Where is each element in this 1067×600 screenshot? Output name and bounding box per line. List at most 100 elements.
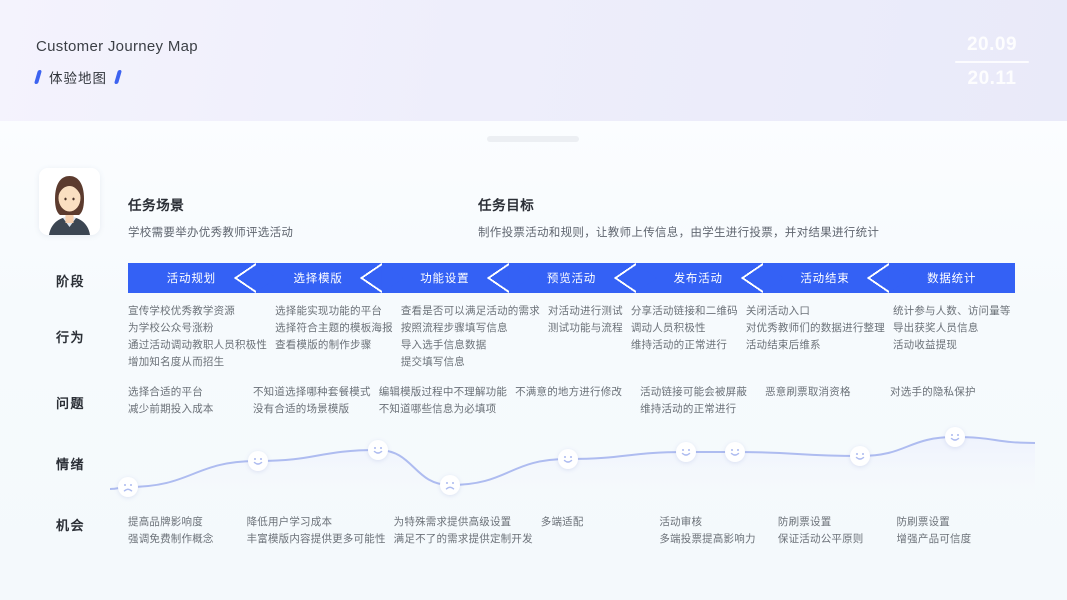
problem-column-3: 编辑模版过程中不理解功能不知道哪些信息为必填项 xyxy=(379,384,515,418)
stage-chevron-4[interactable]: 预览活动 xyxy=(508,263,636,293)
problem-row: 选择合适的平台减少前期投入成本不知道选择哪种套餐模式没有合适的场景模版编辑模版过… xyxy=(128,384,1015,418)
list-item: 不知道哪些信息为必填项 xyxy=(378,403,497,415)
list-item: 不知道选择哪种套餐模式 xyxy=(252,386,371,398)
list-item: 测试功能与流程 xyxy=(547,322,623,334)
problem-column-5: 活动链接可能会被屏蔽维持活动的正常进行 xyxy=(640,384,765,418)
row-label-behavior: 行为 xyxy=(56,330,86,345)
list-item: 降低用户学习成本 xyxy=(246,516,333,528)
behavior-column-2: 选择能实现功能的平台选择符合主题的模板海报查看模版的制作步骤 xyxy=(275,303,401,371)
stage-label: 数据统计 xyxy=(927,273,977,285)
list-item: 满足不了的需求提供定制开发 xyxy=(393,533,533,545)
task-goal-text: 制作投票活动和规则，让教师上传信息，由学生进行投票，并对结果进行统计 xyxy=(478,227,880,239)
list-item: 强调免费制作概念 xyxy=(128,533,214,545)
list-item: 为学校公众号涨粉 xyxy=(128,322,214,334)
list-item: 选择合适的平台 xyxy=(128,386,203,398)
list-item: 增强产品可信度 xyxy=(896,533,972,545)
list-item: 不满意的地方进行修改 xyxy=(515,386,623,398)
emotion-happy-face-icon-5[interactable] xyxy=(558,449,578,469)
emotion-curve-chart xyxy=(110,427,1035,500)
list-item: 统计参与人数、访问量等 xyxy=(892,305,1011,317)
stage-chevron-bar: 活动规划选择模版功能设置预览活动发布活动活动结束数据统计 xyxy=(128,263,1016,293)
behavior-column-4: 对活动进行测试测试功能与流程 xyxy=(548,303,631,371)
stage-chevron-2[interactable]: 选择模版 xyxy=(254,263,383,293)
emotion-happy-face-icon-6[interactable] xyxy=(676,442,696,462)
page-subtitle: 体验地图 xyxy=(49,71,107,86)
list-item: 对优秀教师们的数据进行整理 xyxy=(745,322,885,334)
emotion-happy-face-icon-7[interactable] xyxy=(725,442,745,462)
list-item: 丰富模版内容提供更多可能性 xyxy=(246,533,386,545)
problem-column-2: 不知道选择哪种套餐模式没有合适的场景模版 xyxy=(253,384,379,418)
list-item: 减少前期投入成本 xyxy=(128,403,214,415)
behavior-column-7: 统计参与人数、访问量等导出获奖人员信息活动收益提现 xyxy=(893,303,1019,371)
list-item: 多端投票提高影响力 xyxy=(659,533,756,545)
stage-label: 预览活动 xyxy=(546,273,597,285)
opportunity-column-1: 提高品牌影响度强调免费制作概念 xyxy=(128,514,247,548)
emotion-happy-face-icon-9[interactable] xyxy=(945,427,965,447)
emotion-happy-face-icon-8[interactable] xyxy=(850,446,870,466)
opportunity-column-2: 降低用户学习成本丰富模版内容提供更多可能性 xyxy=(247,514,394,548)
emotion-sad-face-icon-1[interactable] xyxy=(118,477,138,497)
list-item: 提高品牌影响度 xyxy=(128,516,203,528)
task-goal-heading: 任务目标 xyxy=(478,198,535,213)
persona-avatar xyxy=(39,168,100,235)
list-item: 多端适配 xyxy=(540,516,584,528)
slash-decoration-left-icon xyxy=(33,70,43,84)
stage-label: 选择模版 xyxy=(293,273,343,285)
opportunity-column-3: 为特殊需求提供高级设置满足不了的需求提供定制开发 xyxy=(394,514,541,548)
list-item: 通过活动调动教职人员积极性 xyxy=(128,339,268,351)
problem-column-6: 恶意刷票取消资格 xyxy=(765,384,890,418)
list-item: 提交填写信息 xyxy=(400,356,466,368)
row-label-problem: 问题 xyxy=(56,396,86,411)
list-item: 调动人员积极性 xyxy=(630,322,706,334)
list-item: 分享活动链接和二维码 xyxy=(630,305,738,317)
problem-column-4: 不满意的地方进行修改 xyxy=(515,384,640,418)
date-start: 20.09 xyxy=(966,34,1018,55)
emotion-happy-face-icon-3[interactable] xyxy=(368,440,388,460)
avatar-illustration-icon xyxy=(39,168,100,235)
list-item: 对活动进行测试 xyxy=(547,305,623,317)
list-item: 保证活动公平原则 xyxy=(777,533,864,545)
journey-map-panel xyxy=(0,121,1067,600)
list-item: 宣传学校优秀教学资源 xyxy=(128,305,235,317)
date-range: 20.09 20.11 xyxy=(953,32,1031,92)
task-scene-block: 任务场景 学校需要举办优秀教师评选活动 xyxy=(128,194,293,240)
stage-label: 活动规划 xyxy=(166,273,216,285)
opportunity-column-6: 防刷票设置保证活动公平原则 xyxy=(778,514,897,548)
list-item: 防刷票设置 xyxy=(777,516,832,528)
row-label-opportunity: 机会 xyxy=(56,518,86,533)
list-item: 恶意刷票取消资格 xyxy=(765,386,851,398)
list-item: 按照流程步骤填写信息 xyxy=(400,322,508,334)
opportunity-column-7: 防刷票设置增强产品可信度 xyxy=(896,514,1015,548)
opportunity-row: 提高品牌影响度强调免费制作概念降低用户学习成本丰富模版内容提供更多可能性为特殊需… xyxy=(128,514,1015,548)
opportunity-column-4: 多端适配 xyxy=(541,514,660,548)
emotion-sad-face-icon-4[interactable] xyxy=(440,475,460,495)
list-item: 活动收益提现 xyxy=(892,339,958,351)
panel-grip-handle[interactable] xyxy=(487,136,579,142)
list-item: 导入选手信息数据 xyxy=(400,339,487,351)
stage-chevron-1[interactable]: 活动规划 xyxy=(128,263,256,293)
list-item: 为特殊需求提供高级设置 xyxy=(393,516,512,528)
problem-column-1: 选择合适的平台减少前期投入成本 xyxy=(128,384,253,418)
date-end: 20.11 xyxy=(967,68,1017,89)
page-subtitle-group: 体验地图 xyxy=(33,67,123,87)
emotion-happy-face-icon-2[interactable] xyxy=(248,451,268,471)
problem-column-7: 对选手的隐私保护 xyxy=(890,384,1015,418)
row-label-stage: 阶段 xyxy=(56,274,86,289)
page-title: Customer Journey Map xyxy=(36,38,198,55)
list-item: 选择能实现功能的平台 xyxy=(275,305,383,317)
task-scene-text: 学校需要举办优秀教师评选活动 xyxy=(128,227,294,239)
list-item: 导出获奖人员信息 xyxy=(892,322,979,334)
slash-decoration-right-icon xyxy=(113,70,123,84)
list-item: 活动结束后维系 xyxy=(745,339,821,351)
row-label-emotion: 情绪 xyxy=(56,457,86,472)
list-item: 关闭活动入口 xyxy=(745,305,811,317)
behavior-column-5: 分享活动链接和二维码调动人员积极性维持活动的正常进行 xyxy=(631,303,746,371)
behavior-row: 宣传学校优秀教学资源为学校公众号涨粉通过活动调动教职人员积极性增加知名度从而招生… xyxy=(128,303,1015,371)
list-item: 维持活动的正常进行 xyxy=(630,339,728,351)
stage-label: 活动结束 xyxy=(800,273,850,285)
stage-label: 功能设置 xyxy=(420,273,470,285)
list-item: 增加知名度从而招生 xyxy=(128,356,225,368)
task-scene-heading: 任务场景 xyxy=(128,198,185,213)
list-item: 没有合适的场景模版 xyxy=(252,403,350,415)
opportunity-column-5: 活动审核多端投票提高影响力 xyxy=(659,514,778,548)
